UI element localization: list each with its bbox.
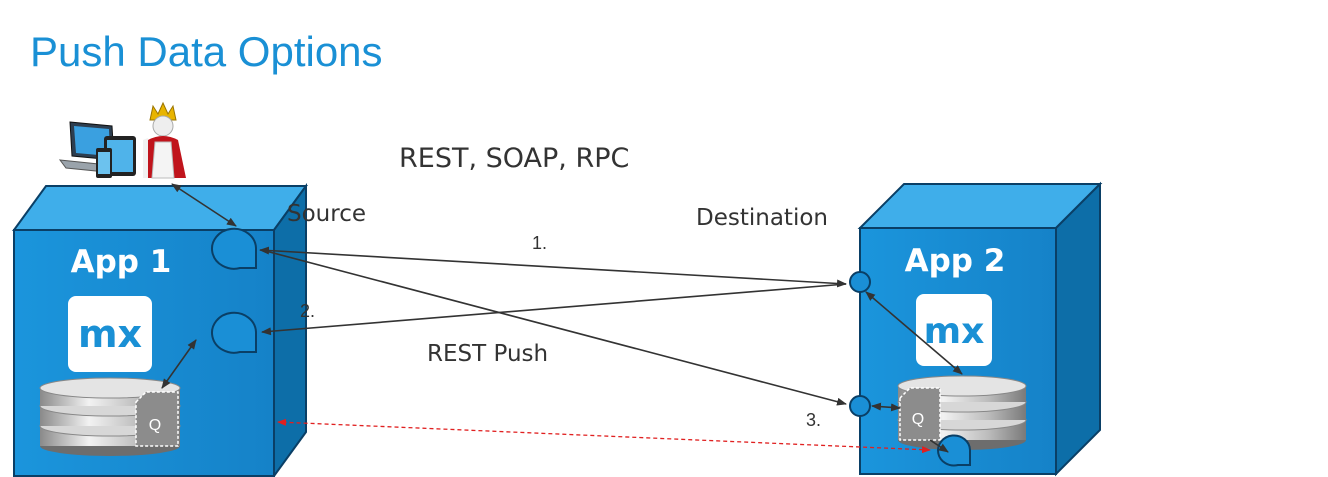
app2-queue-endpoint-icon [937,434,971,467]
user-to-app1-arrow [171,183,237,227]
king-user-icon [143,101,186,179]
slide-title: Push Data Options [30,28,383,75]
step1-arrow [259,246,847,288]
app2-queue-link [929,439,949,453]
app2-queue-icon: Q [899,387,941,441]
client-devices [58,101,186,179]
step-3-label: 3. [806,410,821,430]
app1-receive-endpoint-icon [211,311,257,354]
dashed-feedback-arrow [277,418,931,454]
step-2-label: 2. [300,301,315,321]
app2-push-endpoint-icon [849,395,871,417]
app2-push-db-arrow [871,402,901,412]
app1-queue-icon: Q [135,391,179,447]
source-label: Source [287,201,366,227]
tablet-icon [104,136,136,176]
step3-rest-push-arrow [261,249,847,406]
app2-endpoint-db-arrow [865,291,963,375]
step2-arrow [261,283,847,336]
protocols-label: REST, SOAP, RPC [399,143,629,174]
app1-db-arrow [161,339,197,389]
app1-mx-text: mx [78,312,142,356]
app2-title: App 2 [905,243,1006,279]
app1-mx-logo: mx [68,296,152,372]
app2-destination-endpoint-icon [849,271,871,293]
app2-mx-text: mx [924,311,985,352]
step-1-label: 1. [532,233,547,253]
app2-mx-logo: mx [916,294,992,366]
app2-queue-label: Q [912,411,924,428]
app1-title: App 1 [71,244,172,280]
rest-push-label: REST Push [427,341,548,367]
phone-icon [96,148,112,178]
connectors [161,183,963,453]
app1-source-endpoint-icon [211,227,257,270]
destination-label: Destination [696,205,828,231]
app1-queue-label: Q [149,417,161,434]
